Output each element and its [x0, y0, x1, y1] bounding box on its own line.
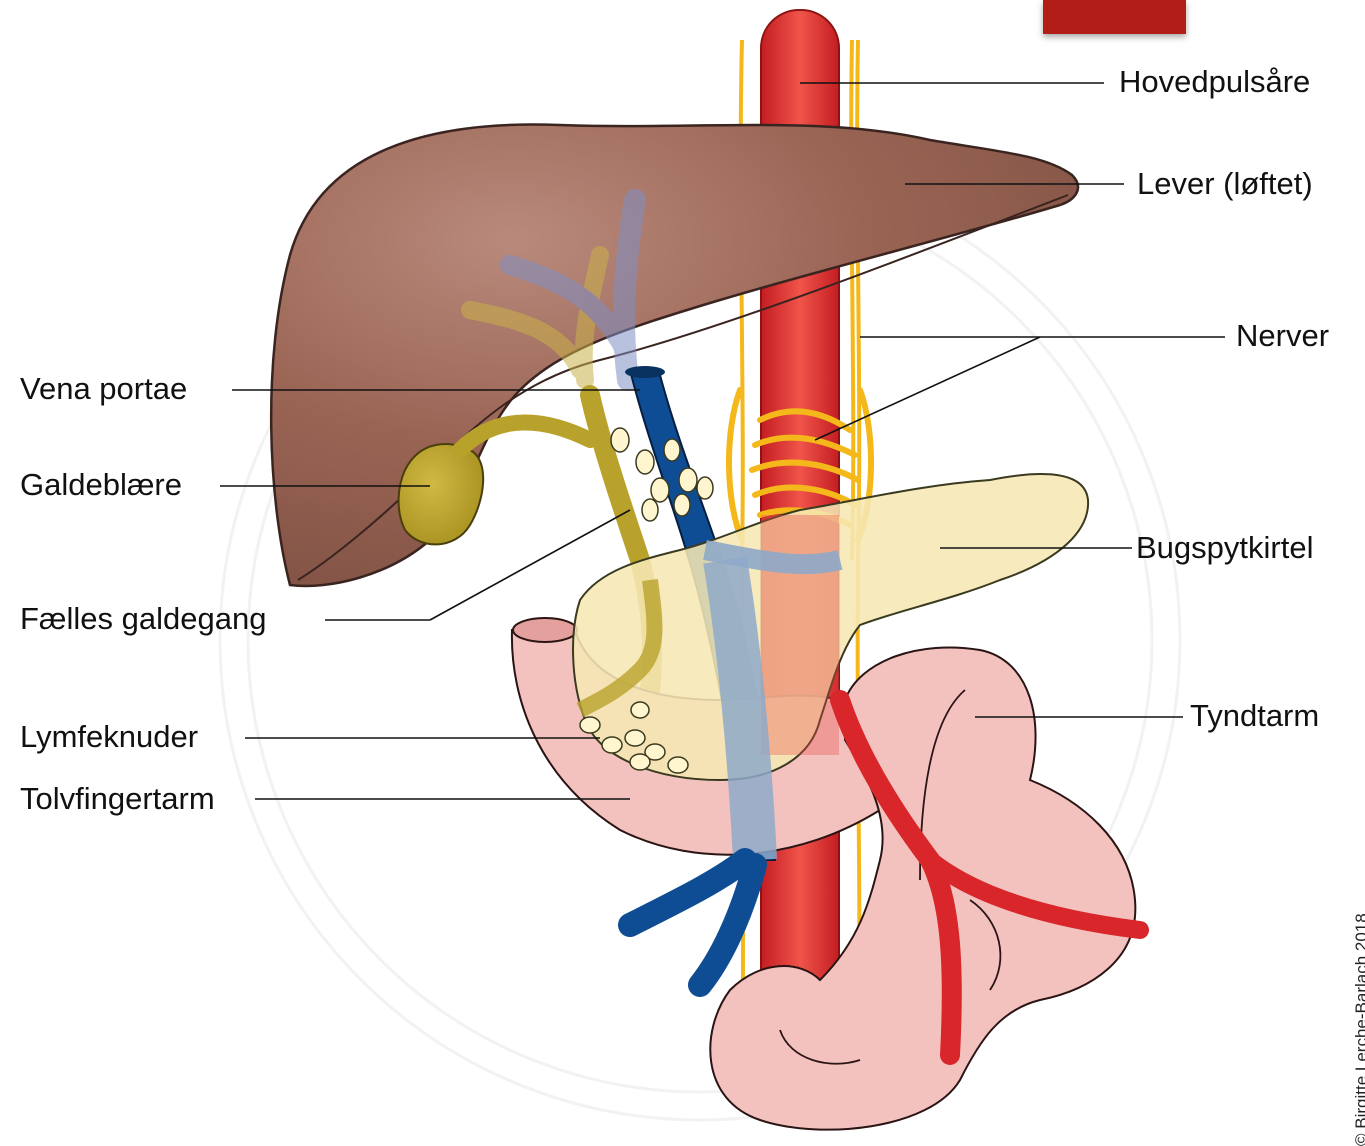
label-lymph-nodes: Lymfeknuder: [20, 721, 198, 752]
label-duodenum: Tolvfingertarm: [20, 783, 215, 814]
duodenum-opening: [513, 618, 577, 642]
brand-corner-block: [1043, 0, 1186, 34]
copyright-text: © Birgitte Lerche-Barlach 2018: [1352, 913, 1365, 1146]
aorta-through-pancreas: [761, 515, 839, 755]
label-pancreas: Bugspytkirtel: [1136, 532, 1313, 563]
label-small-intestine: Tyndtarm: [1190, 700, 1319, 731]
label-common-bile-duct: Fælles galdegang: [20, 603, 266, 634]
lower-veins: [630, 860, 755, 985]
label-nerves: Nerver: [1236, 320, 1329, 351]
label-portal-vein: Vena portae: [20, 373, 187, 404]
gallbladder-organ: [399, 444, 484, 544]
label-gallbladder: Galdeblære: [20, 469, 182, 500]
label-liver: Lever (løftet): [1137, 168, 1313, 199]
label-aorta: Hovedpulsåre: [1119, 66, 1310, 97]
